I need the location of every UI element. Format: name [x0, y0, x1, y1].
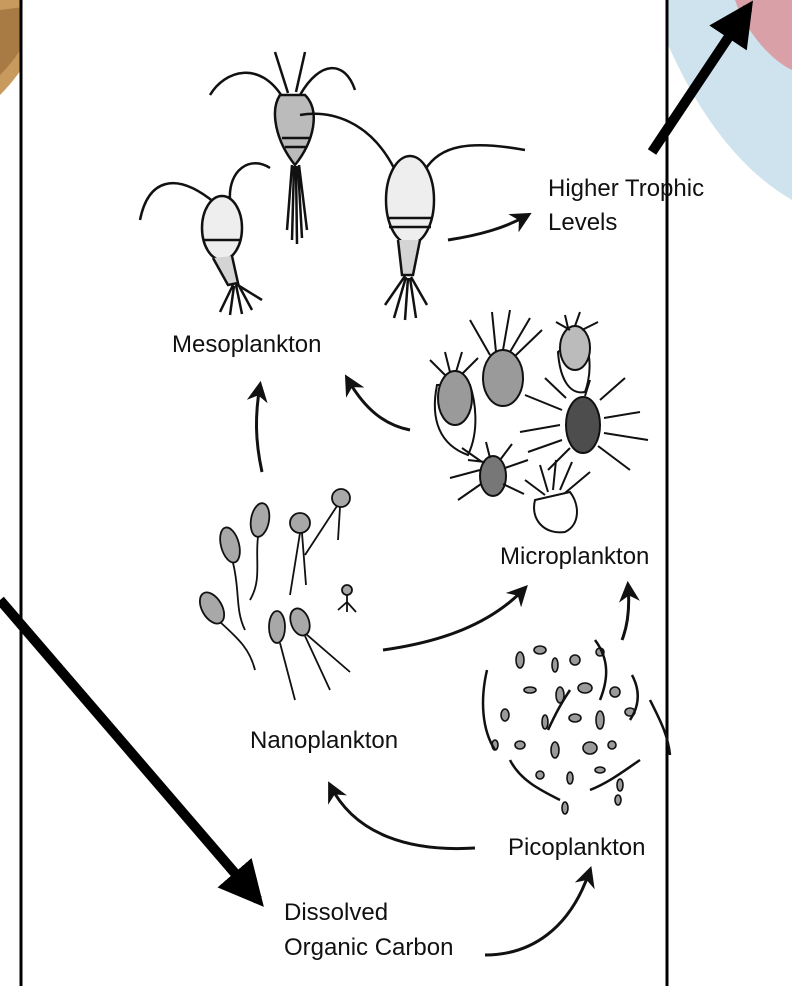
label-mesoplankton: Mesoplankton	[172, 330, 321, 360]
label-higher-trophic-line2: Levels	[548, 208, 617, 238]
label-microplankton: Microplankton	[500, 542, 649, 572]
label-doc-line1: Dissolved	[284, 898, 388, 928]
background-photo-fish	[650, 0, 792, 200]
label-nanoplankton: Nanoplankton	[250, 726, 398, 756]
label-picoplankton: Picoplankton	[508, 833, 645, 863]
label-doc-line2: Organic Carbon	[284, 933, 453, 963]
label-higher-trophic-line1: Higher Trophic	[548, 174, 704, 204]
